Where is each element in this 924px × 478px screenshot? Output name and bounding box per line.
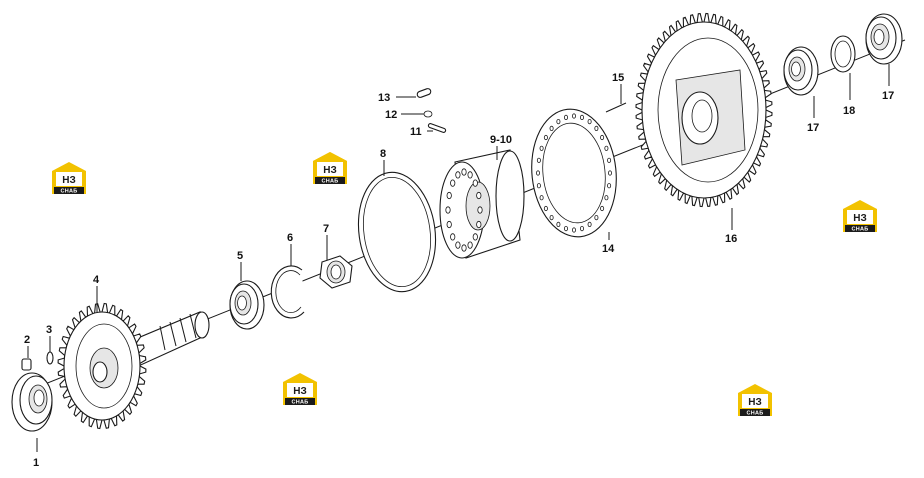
part-labels: 1 2 3 4 5 6 7 8 9-10 11 12 13 14 15 16 1… — [24, 72, 894, 469]
part-18-ring — [830, 35, 856, 73]
part-1-bearing — [11, 372, 53, 432]
watermark-logo-subtext: СНАБ — [746, 411, 763, 417]
part-14-friction-disc — [531, 108, 617, 238]
part-label-8: 8 — [380, 148, 386, 160]
part-17-bearing-right — [865, 13, 903, 65]
parts-11-13-pins — [416, 88, 447, 133]
part-6-snap-ring — [270, 265, 305, 319]
watermark-logo: НЗ СНАБ — [283, 373, 317, 406]
watermark-logo-text: НЗ — [293, 386, 307, 397]
part-label-17-left: 17 — [807, 122, 819, 134]
part-3-ring — [46, 351, 54, 365]
part-label-3: 3 — [46, 324, 52, 336]
part-17-bearing-left — [783, 46, 819, 96]
watermark-logo-subtext: СНАБ — [291, 400, 308, 406]
part-15-pin — [605, 102, 627, 113]
watermark-logo: НЗ СНАБ — [313, 152, 347, 185]
watermark-logo: НЗ СНАБ — [843, 200, 877, 233]
part-label-12: 12 — [385, 109, 397, 121]
part-label-7: 7 — [323, 223, 329, 235]
watermark-logo-text: НЗ — [853, 213, 867, 224]
part-label-1: 1 — [33, 457, 39, 469]
part-label-9-10: 9-10 — [490, 134, 512, 146]
part-16-large-gear — [635, 12, 773, 208]
part-2-nut — [21, 358, 32, 371]
part-label-5: 5 — [237, 250, 243, 262]
part-label-14: 14 — [602, 243, 615, 255]
part-label-15: 15 — [612, 72, 624, 84]
part-label-17-right: 17 — [882, 90, 894, 102]
part-label-6: 6 — [287, 232, 293, 244]
watermark-logo-subtext: СНАБ — [321, 179, 338, 185]
part-label-11: 11 — [410, 126, 422, 138]
part-label-2: 2 — [24, 334, 30, 346]
watermark-logos: НЗСНАБНЗСНАБНЗСНАБНЗСНАБНЗСНАБНЗСНАБ — [52, 152, 877, 417]
part-label-18: 18 — [843, 105, 855, 117]
part-9-10-clutch-hub — [439, 149, 525, 259]
part-4-gear-shaft — [57, 302, 210, 430]
part-7-hex-nut — [319, 255, 353, 289]
part-5-bearing — [229, 280, 265, 330]
watermark-logo: НЗ СНАБ — [52, 162, 86, 195]
part-8-ring — [357, 171, 437, 293]
watermark-logo-subtext: СНАБ — [60, 189, 77, 195]
watermark-logo-subtext: СНАБ — [851, 227, 868, 233]
part-label-4: 4 — [93, 274, 100, 286]
part-label-13: 13 — [378, 92, 390, 104]
watermark-logo-text: НЗ — [323, 165, 337, 176]
watermark-logo-text: НЗ — [748, 397, 762, 408]
leader-lines — [27, 64, 890, 452]
watermark-logo-text: НЗ — [62, 175, 76, 186]
watermark-logo: НЗ СНАБ — [738, 384, 772, 417]
part-label-16: 16 — [725, 233, 737, 245]
